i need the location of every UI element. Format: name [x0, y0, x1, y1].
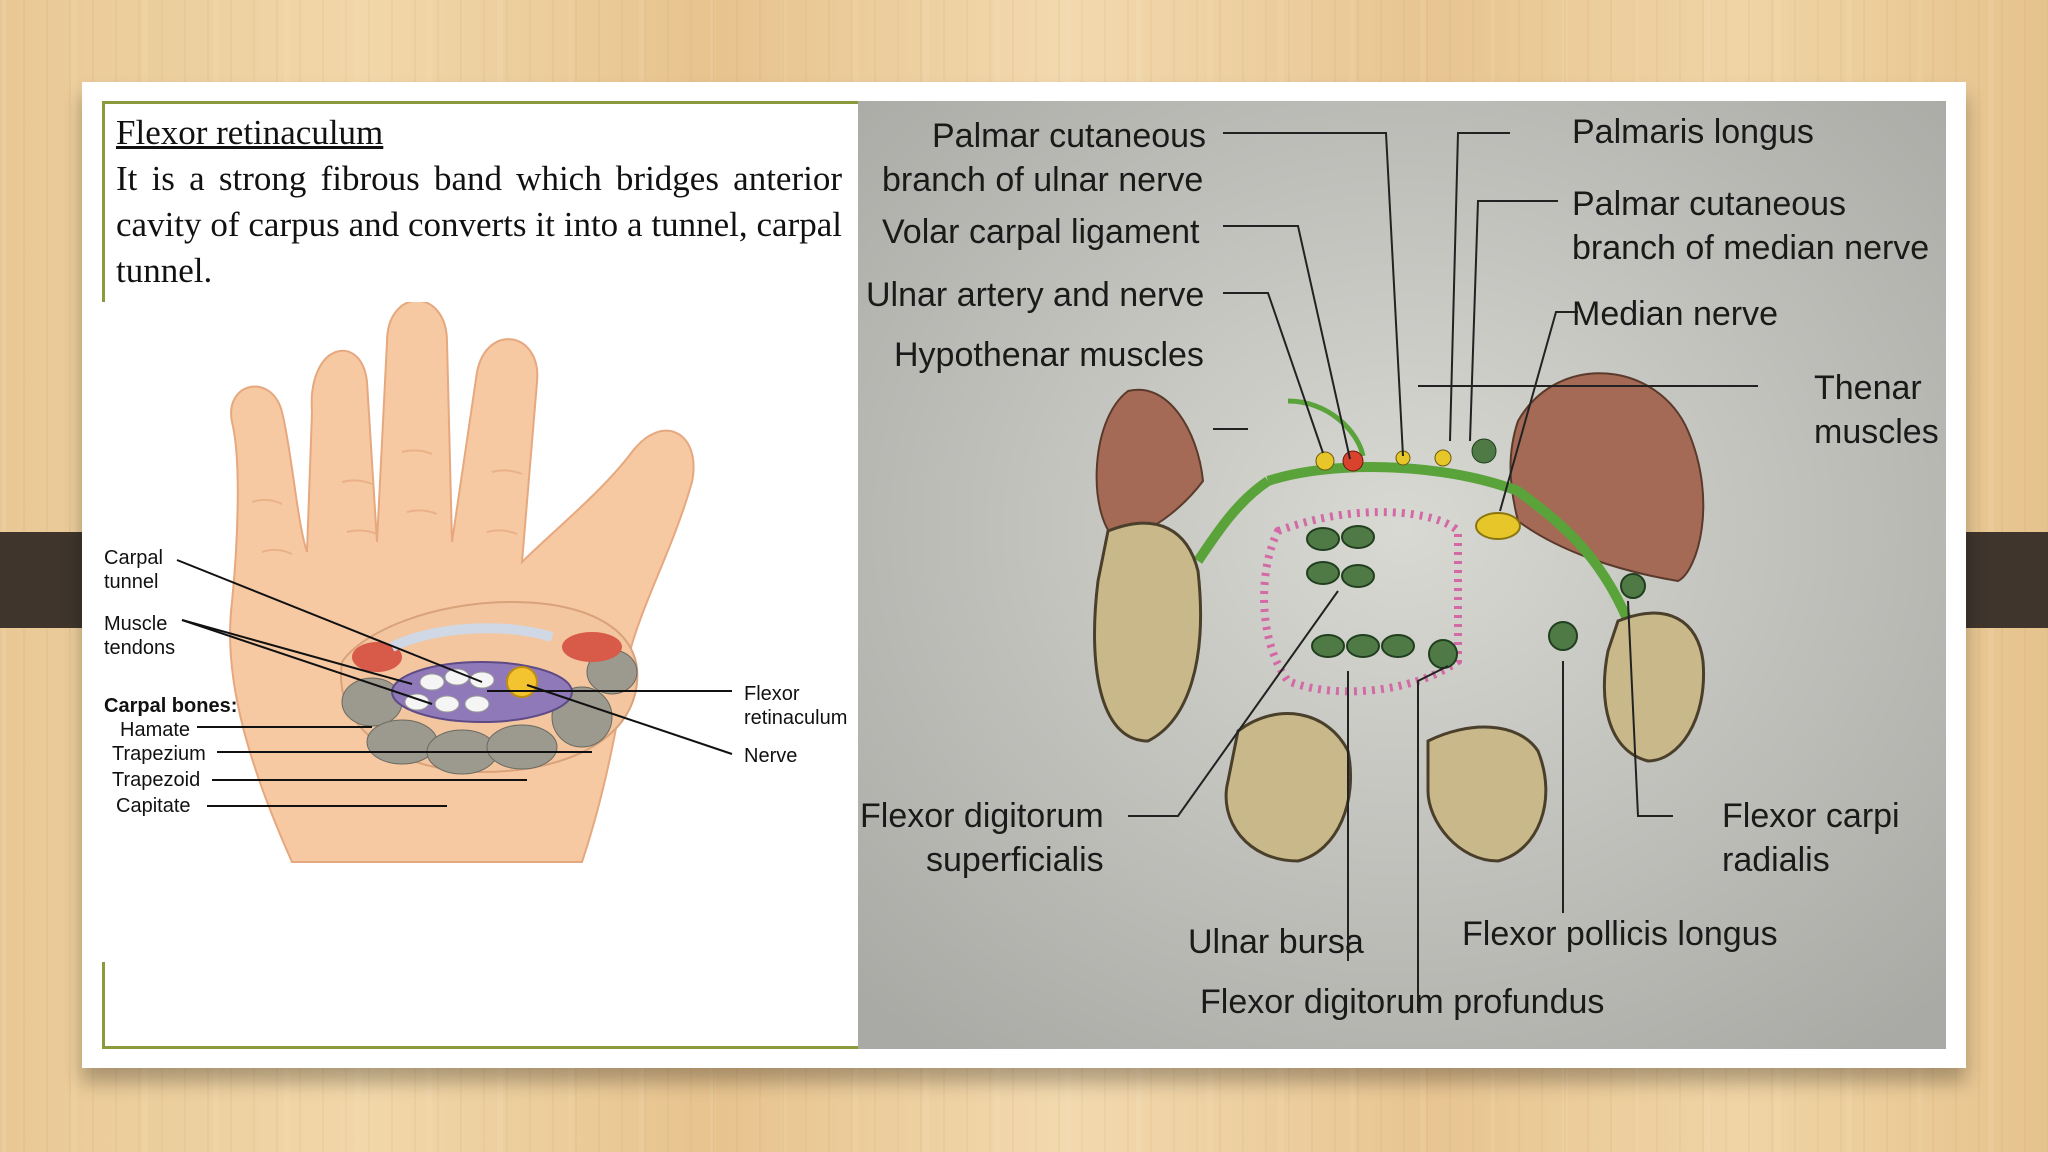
text-box: Flexor retinaculum It is a strong fibrou… [116, 110, 842, 294]
label-median-nerve: Median nerve [1572, 295, 1778, 333]
wrist-cross-section [340, 600, 639, 775]
label-palmaris-longus: Palmaris longus [1572, 113, 1814, 151]
label-carpal-bones: Carpal bones: [104, 695, 237, 717]
label-volar-carpal-ligament: Volar carpal ligament [882, 213, 1200, 251]
label-flexor-pollicis-longus: Flexor pollicis longus [1462, 915, 1778, 953]
label-trapezium: Trapezium [112, 743, 206, 765]
ulnar-bursa-shape [1260, 508, 1462, 696]
label-muscle-tendons-1: Muscle [104, 613, 167, 635]
label-capitate: Capitate [116, 795, 191, 817]
label-palmar-cutaneous-median-2: branch of median nerve [1572, 229, 1929, 267]
label-carpal-tunnel-2: tunnel [104, 571, 159, 593]
label-fcr-1: Flexor carpi [1722, 797, 1900, 835]
label-thenar-2: muscles [1814, 413, 1939, 451]
label-palmar-cutaneous-median-1: Palmar cutaneous [1572, 185, 1846, 223]
label-hypothenar-muscles: Hypothenar muscles [894, 336, 1204, 374]
label-nerve: Nerve [744, 745, 797, 767]
hypothenar-muscles-shape [1095, 388, 1205, 543]
label-fds-1: Flexor digitorum [860, 797, 1104, 835]
label-trapezoid: Trapezoid [112, 769, 200, 791]
label-carpal-tunnel-1: Carpal [104, 547, 163, 569]
flexor-retinaculum-cross-section: Palmar cutaneous branch of ulnar nerve V… [858, 101, 1946, 1049]
label-hamate: Hamate [120, 719, 190, 741]
label-palmar-cutaneous-ulnar-2: branch of ulnar nerve [882, 161, 1203, 199]
label-flexor-retinaculum-1: Flexor [744, 683, 800, 705]
label-flexor-digitorum-profundus: Flexor digitorum profundus [1200, 983, 1604, 1021]
label-thenar-1: Thenar [1814, 369, 1922, 407]
label-fds-2: superficialis [926, 841, 1104, 879]
label-muscle-tendons-2: tendons [104, 637, 175, 659]
slide-paragraph: It is a strong fibrous band which bridge… [116, 159, 842, 290]
label-flexor-retinaculum-2: retinaculum [744, 707, 847, 729]
label-ulnar-artery-nerve: Ulnar artery and nerve [866, 276, 1204, 314]
carpal-tunnel-diagram: Carpal tunnel Muscle tendons Carpal bone… [102, 302, 858, 962]
label-ulnar-bursa: Ulnar bursa [1188, 923, 1364, 961]
label-palmar-cutaneous-ulnar-1: Palmar cutaneous [932, 117, 1206, 155]
slide-heading: Flexor retinaculum [116, 113, 384, 152]
label-fcr-2: radialis [1722, 841, 1830, 879]
